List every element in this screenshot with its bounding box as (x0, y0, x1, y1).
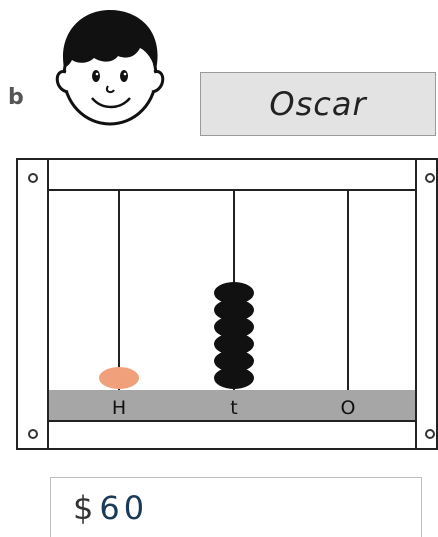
abacus-base (49, 390, 415, 420)
bead-tens (214, 282, 254, 304)
bead-tens (214, 316, 254, 338)
answer-box[interactable]: $ 60 (50, 477, 422, 537)
column-label-ones: O (341, 397, 356, 419)
bead-tens (214, 350, 254, 372)
screw-icon (425, 429, 435, 439)
character-name: Oscar (269, 85, 367, 123)
screw-icon (28, 173, 38, 183)
bead-tens (214, 299, 254, 321)
boy-face-icon (55, 10, 165, 126)
answer-value: 60 (99, 488, 149, 527)
bead-tens (214, 333, 254, 355)
currency-symbol: $ (73, 488, 94, 527)
screw-icon (28, 429, 38, 439)
bead-hundreds (99, 367, 139, 389)
exercise-label: b (8, 85, 24, 110)
column-label-tens: t (230, 397, 237, 419)
name-box: Oscar (200, 72, 436, 136)
bead-tens (214, 367, 254, 389)
screw-icon (425, 173, 435, 183)
abacus: H t O (16, 158, 438, 450)
column-label-hundreds: H (112, 397, 126, 419)
